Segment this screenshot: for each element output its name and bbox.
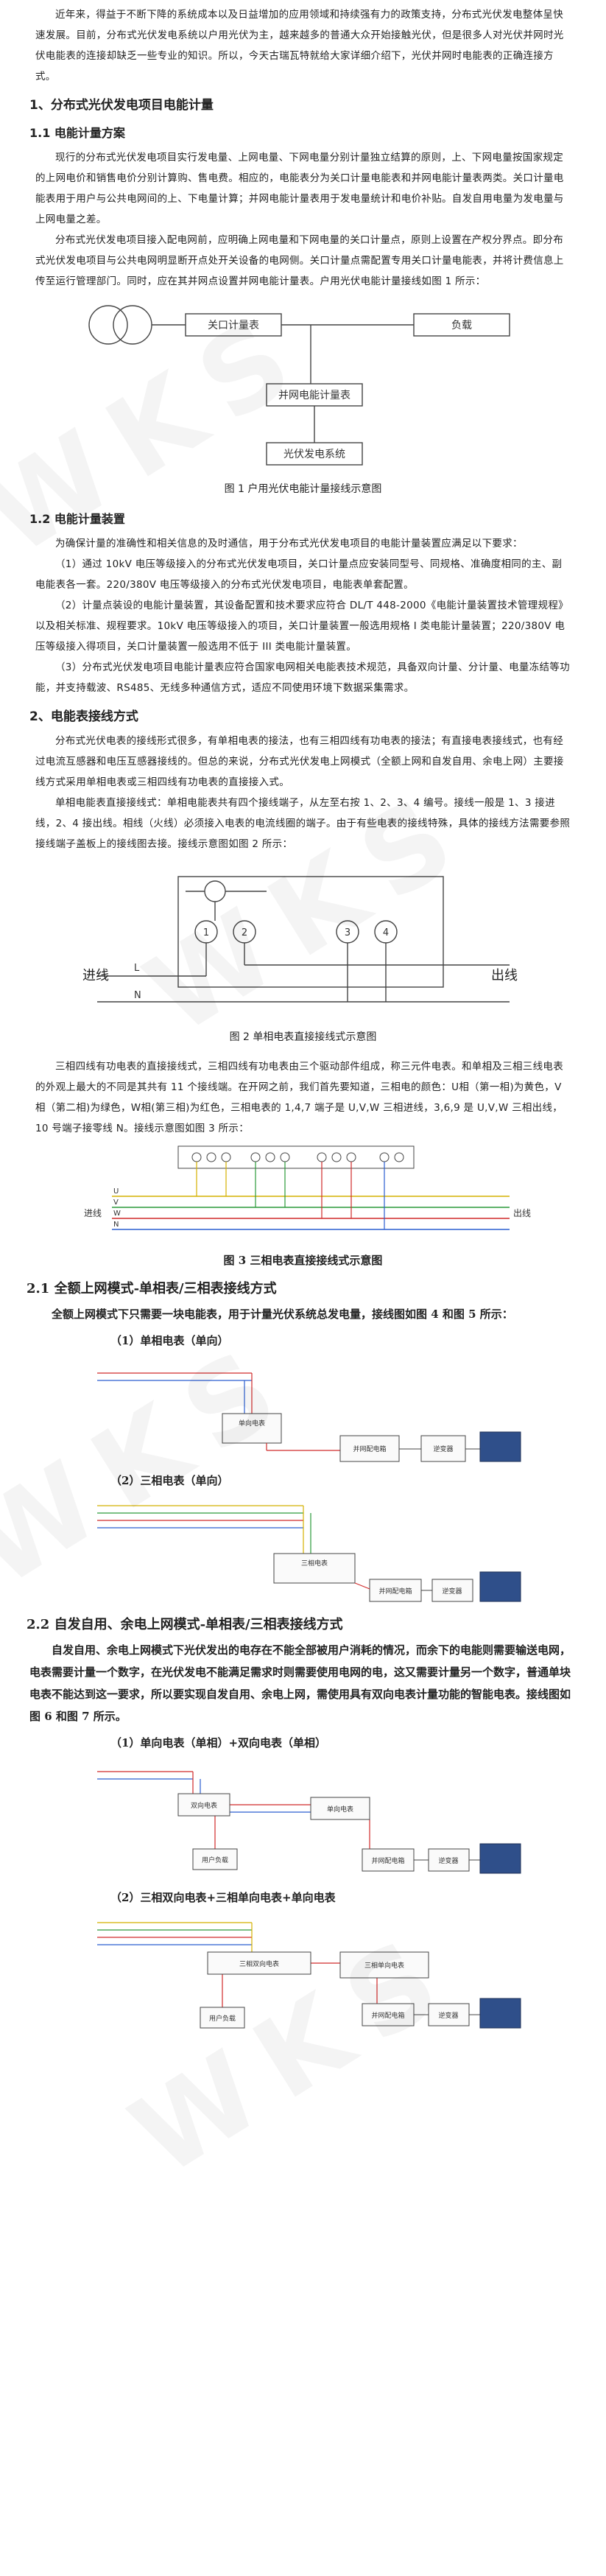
figure-3-caption: 图 3 三相电表直接接线式示意图	[223, 1254, 383, 1267]
pv-system-label: 光伏发电系统	[283, 449, 345, 460]
paragraph: 三相四线有功电表的直接接线式，三相四线有功电表由三个驱动部件组成，称三元件电表。…	[35, 1061, 563, 1134]
switch-box-label: 并网配电箱	[371, 1856, 404, 1865]
figure-7-diagram: 三相双向电表 三相单向电表 用户负载 并网配电箱 逆变器	[96, 1922, 521, 2029]
figure-1-diagram: 关口计量表 负载 并网电能计量表 光伏发电系统	[88, 305, 510, 466]
subsection-title: 2.1 全额上网模式-单相表/三相表接线方式	[27, 1281, 277, 1296]
paragraph: （1）通过 10kV 电压等级接入的分布式光伏发电项目，关口计量点应安装同型号、…	[35, 558, 563, 591]
figure-4-diagram: 单向电表 并网配电箱 逆变器	[96, 1372, 521, 1462]
paragraph: 分布式光伏电表的接线形式很多，有单相电表的接法，也有三相四线有功电表的接法；有直…	[35, 735, 564, 788]
user-load-label: 用户负载	[201, 1856, 228, 1864]
in-line-label: 进线	[82, 968, 109, 983]
line-N-label: N	[134, 990, 141, 1001]
three-phase-bidirectional-meter-label: 三相双向电表	[239, 1959, 278, 1968]
paragraph: 分布式光伏发电项目接入配电网前，应明确上网电量和下网电量的关口计量点，原则上设置…	[35, 234, 564, 287]
user-load-label: 用户负载	[208, 2014, 235, 2023]
figure-2-caption: 图 2 单相电表直接接线式示意图	[229, 1031, 377, 1043]
terminal-4: 4	[382, 927, 388, 938]
solar-panel-icon	[479, 1998, 521, 2029]
figure-4-subtitle: （1）单相电表（单向）	[110, 1334, 229, 1347]
figure-7-subtitle: （2）三相双向电表+三相单向电表+单向电表	[110, 1891, 336, 1904]
three-phase-single-meter-label: 三相单向电表	[364, 1961, 404, 1970]
paragraph: （2）计量点装设的电能计量装置，其设备配置和技术要求应符合 DL/T 448-2…	[35, 600, 568, 653]
figure-5-diagram: 三相电表 并网配电箱 逆变器	[96, 1505, 521, 1602]
subsection-title: 1.1 电能计量方案	[29, 126, 125, 140]
line-L-label: L	[134, 963, 140, 974]
three-phase-meter-label: 三相电表	[300, 1559, 327, 1568]
phase-V-label: V	[113, 1198, 119, 1207]
solar-panel-icon	[479, 1843, 521, 1874]
switch-box-label: 并网配电箱	[378, 1587, 412, 1596]
solar-panel-icon	[479, 1571, 521, 1602]
section-title: 1、分布式光伏发电项目电能计量	[29, 98, 214, 113]
in-line-label: 进线	[84, 1208, 102, 1218]
figure-1-caption: 图 1 户用光伏电能计量接线示意图	[224, 483, 382, 495]
out-line-label: 出线	[513, 1208, 531, 1218]
phase-W-label: W	[113, 1210, 121, 1218]
inverter-label: 逆变器	[442, 1587, 462, 1596]
figure-5-subtitle: （2）三相电表（单向）	[110, 1474, 229, 1487]
terminal-2: 2	[241, 927, 247, 938]
neutral-N-label: N	[113, 1221, 119, 1229]
switch-box-label: 并网配电箱	[371, 2011, 404, 2020]
single-meter-label: 单向电表	[238, 1419, 264, 1428]
section-title: 2、电能表接线方式	[29, 709, 138, 724]
inverter-label: 逆变器	[433, 1445, 453, 1453]
subsection-title: 2.2 自发自用、余电上网模式-单相表/三相表接线方式	[27, 1617, 343, 1632]
figure-2-diagram: 1 2 3 4 L N 进线 出线	[82, 876, 518, 1003]
bidirectional-meter-label: 双向电表	[190, 1801, 216, 1810]
intro-paragraph: 近年来，得益于不断下降的系统成本以及日益增加的应用领域和持续强有力的政策支持，分…	[35, 9, 564, 83]
switch-box-label: 并网配电箱	[353, 1445, 386, 1453]
inverter-label: 逆变器	[438, 2011, 458, 2020]
figure-6-diagram: 双向电表 单向电表 用户负载 并网配电箱 逆变器	[96, 1771, 521, 1874]
figure-3-diagram: U V W N 进线 出线	[84, 1145, 531, 1230]
figure-6-subtitle: （1）单向电表（单相）+双向电表（单相）	[110, 1736, 327, 1749]
load-label: 负载	[451, 320, 472, 331]
paragraph: 为确保计量的准确性和相关信息的及时通信，用于分布式光伏发电项目的电能计量装置应满…	[55, 538, 523, 550]
paragraph: 全额上网模式下只需要一块电能表，用于计量光伏系统总发电量，接线图如图 4 和图 …	[52, 1308, 513, 1321]
paragraph: 自发自用、余电上网模式下光伏发出的电存在不能全部被用户消耗的情况，而余下的电能则…	[29, 1643, 571, 1723]
terminal-3: 3	[344, 927, 350, 938]
inverter-label: 逆变器	[438, 1856, 458, 1865]
grid-meter-label: 并网电能计量表	[278, 390, 350, 401]
paragraph: （3）分布式光伏发电项目电能计量表应符合国家电网相关电能表技术规范，具备双向计量…	[35, 661, 570, 694]
solar-panel-icon	[479, 1431, 521, 1462]
paragraph: 现行的分布式光伏发电项目实行发电量、上网电量、下网电量分别计量独立结算的原则，上…	[35, 152, 564, 225]
single-meter-label: 单向电表	[326, 1805, 353, 1814]
phase-U-label: U	[113, 1187, 119, 1196]
paragraph: 单相电能表直接接线式：单相电能表共有四个接线端子，从左至右按 1、2、3、4 编…	[35, 797, 571, 850]
out-line-label: 出线	[491, 968, 518, 983]
gate-meter-label: 关口计量表	[208, 320, 259, 331]
terminal-1: 1	[202, 927, 208, 938]
subsection-title: 1.2 电能计量装置	[29, 512, 125, 526]
